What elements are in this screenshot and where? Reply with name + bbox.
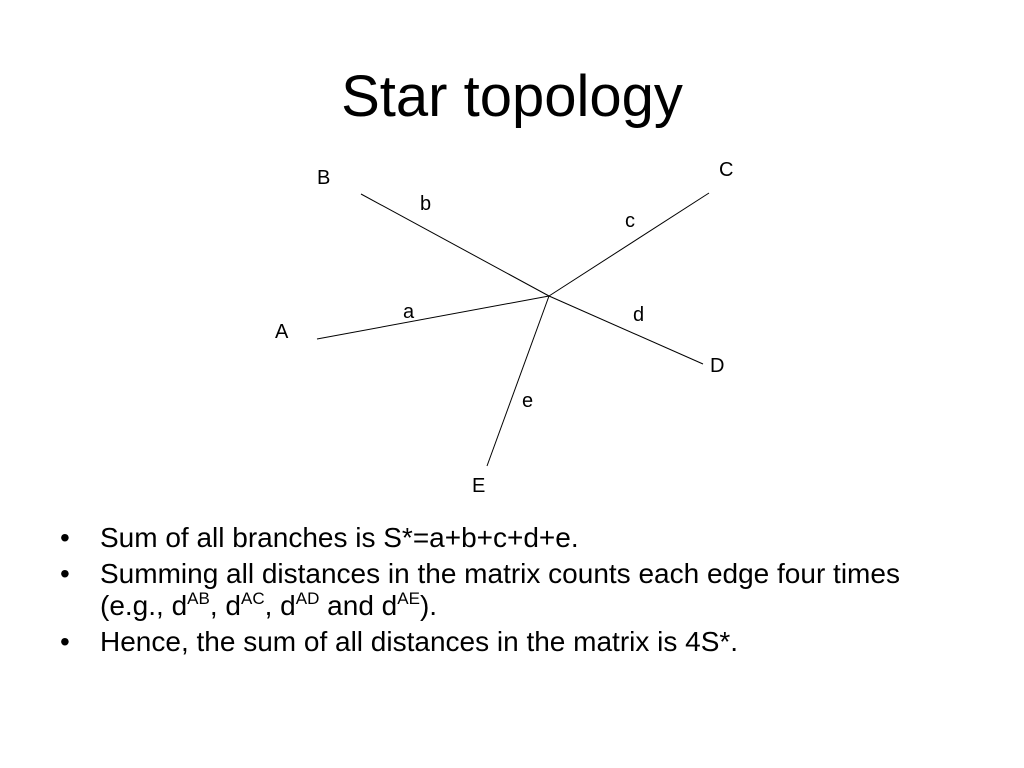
bullet-text-branch-sum: Sum of all branches is S*=a+b+c+d+e.	[100, 522, 579, 553]
branch-line-e	[486, 295, 550, 467]
bullet-item-edge-count: • Summing all distances in the matrix co…	[58, 558, 958, 622]
bullet-marker: •	[60, 522, 70, 553]
branch-label-b: b	[420, 193, 431, 215]
bullet-item-branch-sum: • Sum of all branches is S*=a+b+c+d+e.	[58, 522, 958, 554]
branch-label-a: a	[403, 301, 415, 323]
branch-line-b	[360, 193, 550, 297]
branch-line-a	[316, 295, 550, 340]
superscript-ad: AD	[295, 588, 320, 608]
closing-text: ).	[419, 590, 438, 621]
bullet-text-total-distance: Hence, the sum of all distances in the m…	[100, 626, 739, 657]
separator-text: , d	[209, 590, 241, 621]
branch-line-d	[548, 295, 704, 365]
bullet-list: • Sum of all branches is S*=a+b+c+d+e. •…	[58, 522, 958, 662]
separator-text: , d	[264, 590, 296, 621]
bullet-item-total-distance: • Hence, the sum of all distances in the…	[58, 626, 958, 658]
node-label-c: C	[719, 159, 733, 181]
bullet-marker: •	[60, 626, 70, 657]
branch-label-e: e	[522, 390, 533, 412]
node-label-d: D	[710, 355, 724, 377]
branch-line-c	[548, 192, 710, 297]
superscript-ab: AB	[187, 588, 210, 608]
branch-label-d: d	[633, 304, 644, 326]
superscript-ae: AE	[397, 588, 420, 608]
edge-count-text: Summing all distances in the matrix coun…	[100, 558, 900, 621]
bullet-text-edge-count: Summing all distances in the matrix coun…	[100, 558, 900, 621]
bullet-marker: •	[60, 558, 70, 589]
separator-text: and d	[319, 590, 398, 621]
node-label-a: A	[275, 321, 289, 343]
node-label-b: B	[317, 167, 330, 189]
slide-title: Star topology	[341, 64, 683, 129]
branch-label-c: c	[625, 210, 635, 232]
node-label-e: E	[472, 475, 485, 497]
superscript-ac: AC	[241, 588, 265, 608]
